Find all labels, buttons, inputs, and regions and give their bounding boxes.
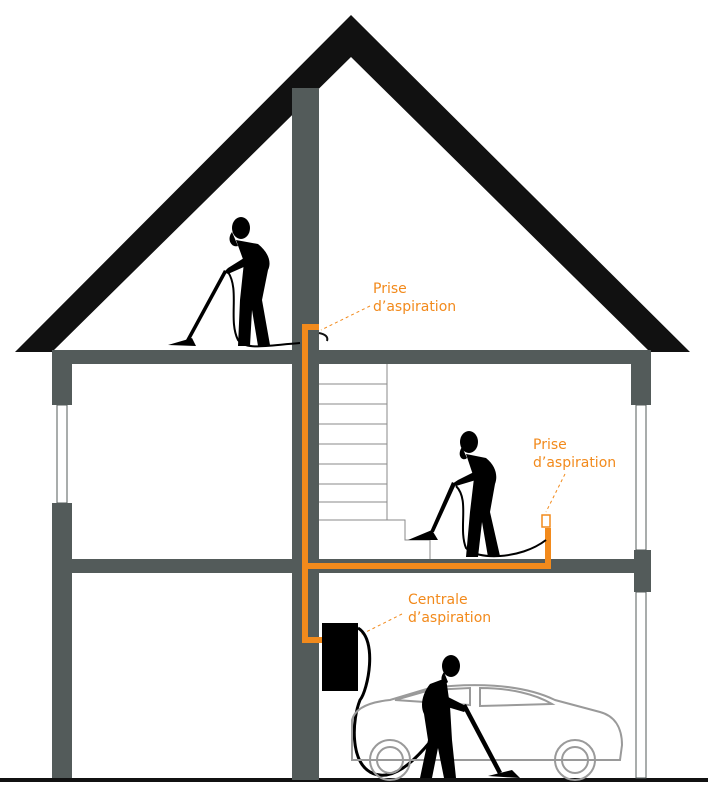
- person-vacuuming-garage: [420, 655, 520, 778]
- label-attic-inlet: Prise d’aspiration: [373, 280, 456, 316]
- person-vacuuming-floor: [408, 431, 547, 558]
- left-wall-upper: [52, 360, 72, 405]
- label-floor-inlet-line2: d’aspiration: [533, 455, 617, 471]
- car-icon: [351, 684, 624, 781]
- leader-lines: [320, 305, 566, 636]
- person-vacuuming-attic: [168, 217, 301, 348]
- left-wall-middle: [52, 503, 72, 778]
- staircase: [319, 364, 431, 559]
- label-floor-inlet: Prise d’aspiration: [533, 436, 616, 472]
- left-window: [56, 404, 68, 504]
- label-central-unit-line1: Centrale: [408, 592, 468, 608]
- label-attic-inlet-line2: d’aspiration: [373, 299, 457, 315]
- right-wall-upper: [631, 360, 651, 405]
- ground-line: [0, 778, 708, 782]
- central-vacuum-unit-icon: [322, 623, 358, 691]
- attic-floor: [52, 350, 651, 364]
- label-central-unit: Centrale d’aspiration: [408, 591, 491, 627]
- roof: [15, 15, 690, 352]
- central-unit-hose: [352, 626, 432, 777]
- label-floor-inlet-line1: Prise: [533, 437, 567, 453]
- attic-inlet-icon: [318, 332, 329, 342]
- label-central-unit-line2: d’aspiration: [408, 610, 492, 626]
- right-window-upper: [635, 404, 647, 551]
- floor-inlet-icon: [541, 514, 551, 528]
- vacuum-pipe: [302, 324, 551, 643]
- label-attic-inlet-line1: Prise: [373, 281, 407, 297]
- right-window-lower: [635, 591, 647, 779]
